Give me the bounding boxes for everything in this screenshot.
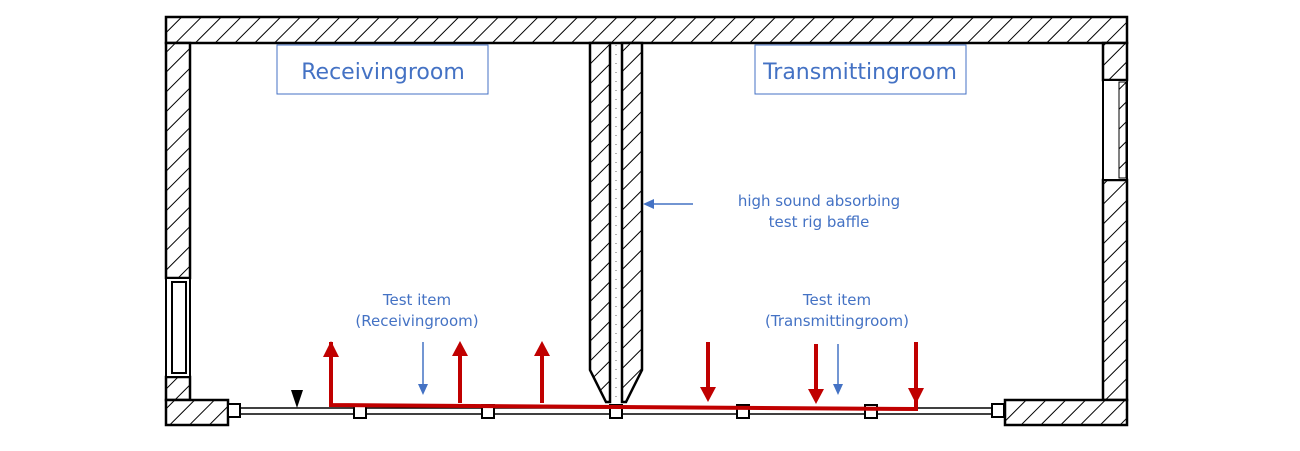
down-arrow-icon: [700, 342, 716, 402]
receiving-room-label-box: [276, 44, 489, 95]
left-arrow-icon: [643, 199, 693, 209]
test-item-path-line: [329, 342, 918, 412]
floor-support: [991, 403, 1005, 418]
top-wall: [164, 15, 1129, 45]
outer-walls: [164, 15, 1129, 427]
test-item-transmitting-line1: Test item: [802, 291, 871, 309]
sound-path: [323, 341, 924, 412]
up-arrow-icon: [452, 341, 468, 403]
left-wall-upper: [164, 41, 192, 280]
right-window: [1102, 79, 1128, 181]
left-wall-lower: [164, 375, 192, 402]
transmitting-room-label-box: [754, 44, 967, 95]
down-arrow-icon: [908, 388, 924, 404]
blue-arrows: [418, 199, 843, 395]
left-window: [165, 277, 191, 378]
right-corner-block: [1003, 398, 1129, 427]
baffle-label-line1: high sound absorbing: [738, 192, 900, 210]
floor-support: [227, 403, 241, 418]
down-arrow-icon: [833, 344, 843, 395]
left-corner-block: [164, 398, 230, 427]
right-wall-upper: [1101, 41, 1129, 82]
test-item-receiving-line2: (Receivingroom): [355, 312, 478, 330]
down-arrow-icon: [808, 344, 824, 404]
baffle: [588, 41, 644, 404]
transmitting-room-label: Transmittingroom: [762, 60, 957, 85]
right-wall-lower: [1101, 178, 1129, 402]
up-arrow-icon: [323, 341, 339, 357]
up-arrow-icon: [534, 341, 550, 403]
down-arrow-icon: [418, 342, 428, 395]
test-item-receiving-line1: Test item: [382, 291, 451, 309]
baffle-left-panel: [588, 41, 612, 404]
test-item-transmitting-line2: (Transmittingroom): [765, 312, 909, 330]
triangle-marker-icon: [291, 390, 303, 408]
baffle-label-line2: test rig baffle: [769, 213, 870, 231]
receiving-room-label: Receivingroom: [301, 60, 465, 85]
baffle-right-panel: [620, 41, 644, 404]
